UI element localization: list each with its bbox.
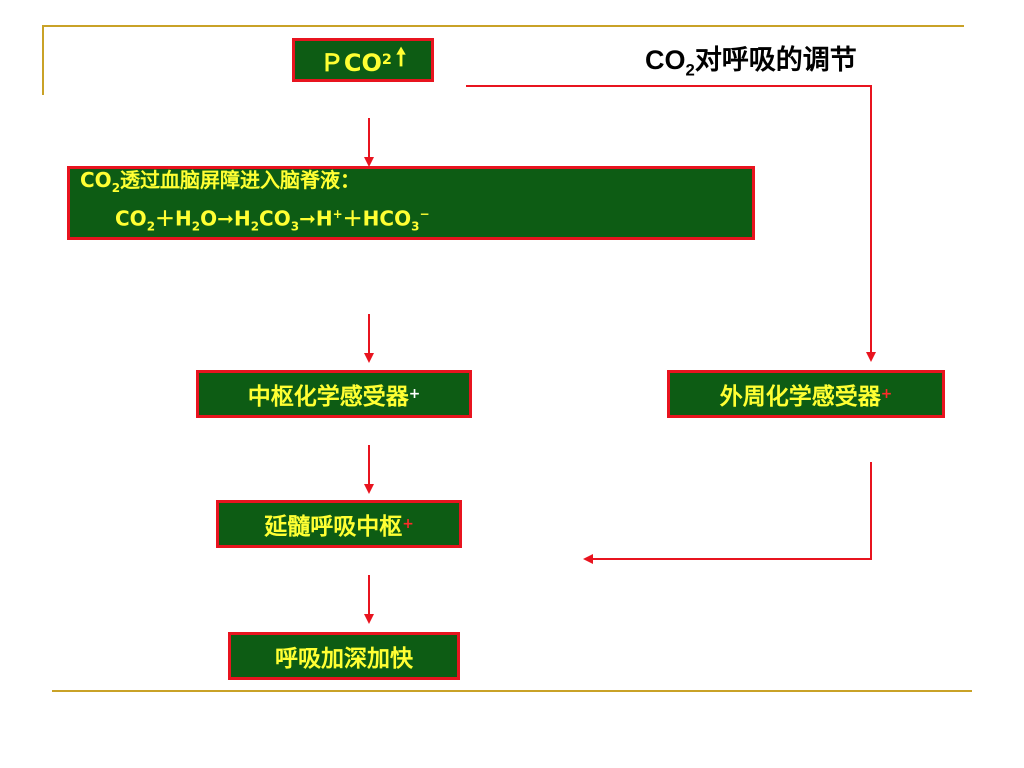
arrow-peripheral-to-medulla-vertical [870,462,872,560]
arrowhead [364,157,374,167]
arrow-medulla-to-result [368,575,370,615]
node-breathing-deeper-faster: 呼吸加深加快 [228,632,460,680]
arrowhead [364,484,374,494]
node-peripheral-chemoreceptor: 外周化学感受器+ [667,370,945,418]
arrow-pco2-to-peripheral-horizontal [466,85,872,87]
slide-title: CO2对呼吸的调节 [645,45,857,80]
bbb-line1: CO2透过血脑屏障进入脑脊液： [80,167,361,195]
bbb-equation: CO2＋H2O➞H2CO3➞H+＋HCO3− [115,206,430,234]
arrowhead [866,352,876,362]
arrowhead [583,554,593,564]
arrow-right-icon: ➞ [217,206,234,231]
frame-bottom-line [52,690,972,692]
arrow-central-to-medulla [368,445,370,485]
arrowhead [364,614,374,624]
arrow-up-icon: 🠕 [395,42,407,71]
node-blood-brain-barrier: CO2透过血脑屏障进入脑脊液： CO2＋H2O➞H2CO3➞H+＋HCO3− [67,166,755,240]
node-central-chemoreceptor: 中枢化学感受器+ [196,370,472,418]
arrow-right-icon: ➞ [299,206,316,231]
arrow-pco2-to-bbb [368,118,370,158]
frame-top-line [42,25,964,27]
frame-left-line [42,25,44,95]
node-medulla-respiratory-center: 延髓呼吸中枢+ [216,500,462,548]
arrow-bbb-to-central [368,314,370,354]
arrow-pco2-to-peripheral-vertical [870,85,872,353]
arrow-peripheral-to-medulla-horizontal [592,558,872,560]
arrowhead [364,353,374,363]
